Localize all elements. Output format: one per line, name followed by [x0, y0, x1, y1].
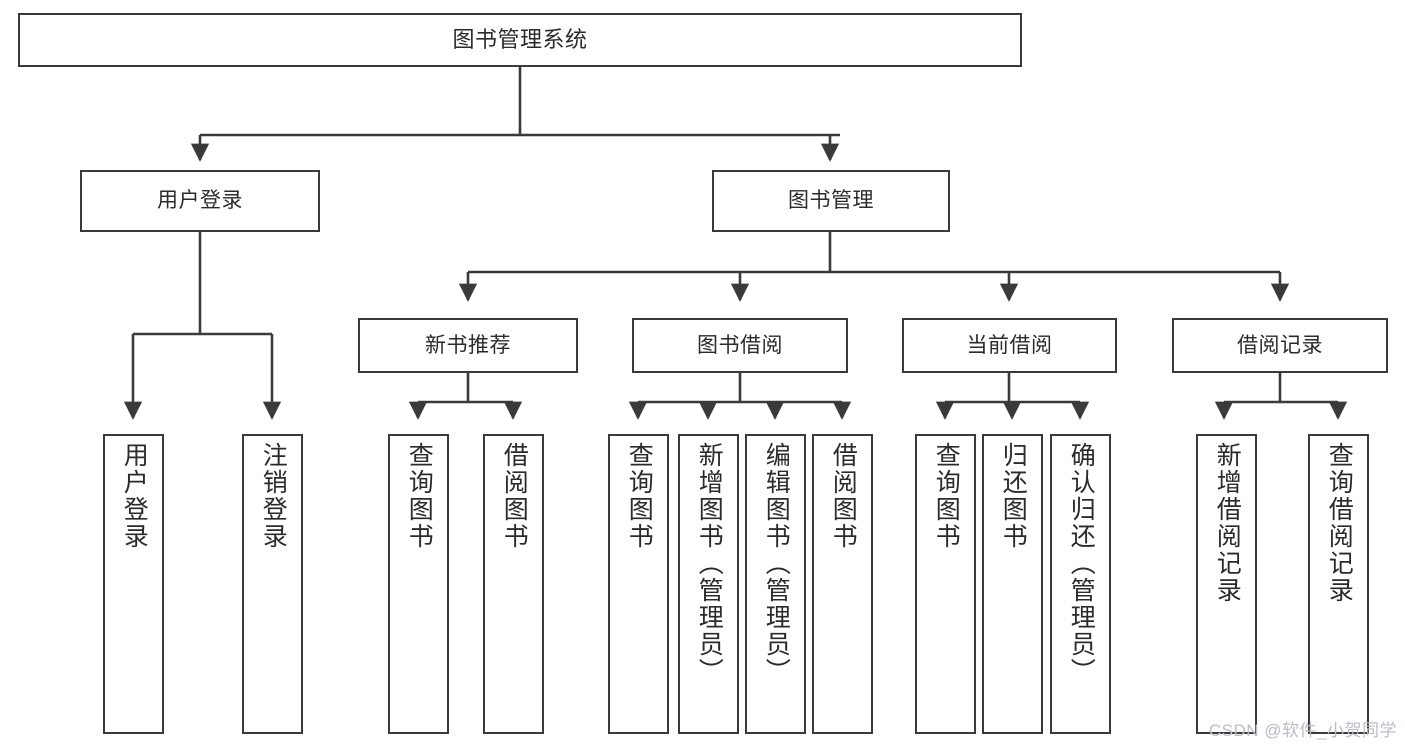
- node-label: 新增图书（管理员）: [695, 442, 724, 685]
- node-label: 新书推荐: [425, 333, 511, 357]
- leaf-query-borrow-record[interactable]: 查询借阅记录: [1308, 434, 1369, 734]
- node-label: 图书管理: [788, 189, 874, 213]
- node-label: 编辑图书（管理员）: [762, 442, 791, 685]
- node-label: 查询图书: [932, 442, 961, 550]
- node-label: 归还图书: [999, 442, 1028, 550]
- node-new-book-recommend[interactable]: 新书推荐: [358, 318, 578, 373]
- csdn-watermark: CSDN @软件_小贺同学: [1208, 721, 1397, 740]
- node-label: 确认归还（管理员）: [1067, 442, 1096, 685]
- leaf-logout[interactable]: 注销登录: [242, 434, 303, 734]
- node-label: 查询图书: [625, 442, 654, 550]
- leaf-return-book[interactable]: 归还图书: [982, 434, 1043, 734]
- leaf-query-book-recommend[interactable]: 查询图书: [388, 434, 449, 734]
- leaf-query-book-current[interactable]: 查询图书: [915, 434, 976, 734]
- leaf-user-login[interactable]: 用户登录: [103, 434, 164, 734]
- node-label: 查询图书: [405, 442, 434, 550]
- leaf-borrow-book-recommend[interactable]: 借阅图书: [483, 434, 544, 734]
- node-label: 借阅图书: [829, 442, 858, 550]
- node-label: 图书借阅: [697, 333, 783, 357]
- node-user-login[interactable]: 用户登录: [80, 170, 320, 232]
- leaf-query-book-borrow[interactable]: 查询图书: [608, 434, 669, 734]
- leaf-add-book-admin[interactable]: 新增图书（管理员）: [678, 434, 739, 734]
- node-book-borrow[interactable]: 图书借阅: [632, 318, 848, 373]
- leaf-borrow-book[interactable]: 借阅图书: [812, 434, 873, 734]
- node-label: 查询借阅记录: [1325, 442, 1354, 604]
- node-borrow-records[interactable]: 借阅记录: [1172, 318, 1388, 373]
- leaf-confirm-return-admin[interactable]: 确认归还（管理员）: [1050, 434, 1111, 734]
- leaf-add-borrow-record[interactable]: 新增借阅记录: [1196, 434, 1257, 734]
- node-label: 当前借阅: [966, 333, 1053, 357]
- node-label: 用户登录: [120, 442, 149, 550]
- node-label: 图书管理系统: [452, 26, 588, 52]
- leaf-edit-book-admin[interactable]: 编辑图书（管理员）: [745, 434, 806, 734]
- node-label: 新增借阅记录: [1213, 442, 1242, 604]
- node-label: 注销登录: [259, 442, 288, 550]
- node-label: 借阅图书: [500, 442, 529, 550]
- node-current-borrow[interactable]: 当前借阅: [902, 318, 1117, 373]
- node-book-management[interactable]: 图书管理: [712, 170, 950, 232]
- node-root-system[interactable]: 图书管理系统: [18, 13, 1022, 67]
- node-label: 用户登录: [157, 189, 243, 213]
- node-label: 借阅记录: [1237, 333, 1323, 357]
